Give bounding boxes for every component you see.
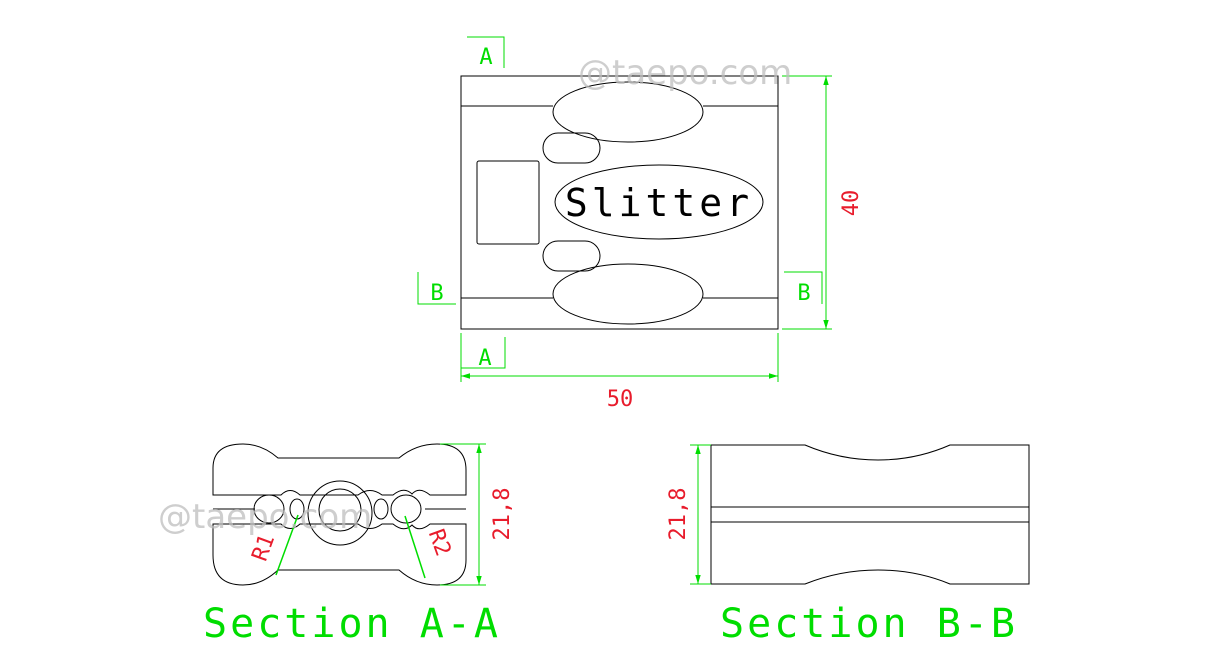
radius-leader-right	[404, 515, 426, 579]
top-ellipse	[552, 81, 704, 143]
section-marker-b-left-label: B	[430, 281, 443, 306]
section-a-lower-half	[212, 523, 467, 586]
section-a-center-inner	[318, 488, 362, 532]
dim-height-text: 40	[839, 190, 864, 217]
section-marker-a-top	[467, 36, 505, 68]
radius-label-right: R2	[423, 526, 456, 559]
section-a-upper-half	[212, 443, 467, 496]
section-marker-a-bottom-label: A	[478, 346, 491, 371]
section-b-dim-text: 21,8	[666, 488, 691, 541]
radius-leader-left	[275, 514, 299, 576]
dim-width-text: 50	[607, 387, 634, 412]
top-view: Slitter A A B B 50 40	[417, 36, 864, 412]
small-slot-upper	[542, 132, 601, 164]
section-a-title: Section A-A	[203, 601, 501, 647]
section-marker-b-right-label: B	[797, 281, 810, 306]
section-a-right-small-hole	[373, 498, 389, 520]
top-view-outline	[460, 75, 779, 330]
small-slot-lower	[542, 240, 601, 272]
section-marker-b-left	[417, 272, 456, 305]
section-a-left-hole	[253, 494, 285, 524]
section-a-dim-text: 21,8	[490, 488, 515, 541]
section-marker-b-right	[784, 271, 823, 304]
section-b-view: 21,8 Section B-B	[666, 444, 1030, 647]
watermark-bottom: @taepo.com	[158, 497, 372, 537]
left-window	[476, 160, 540, 245]
label-ellipse	[554, 164, 764, 240]
section-b-outline	[710, 444, 1030, 585]
section-a-view: R1 R2 21,8 Section A-A	[203, 443, 515, 647]
section-marker-a-top-label: A	[479, 45, 492, 70]
section-b-title: Section B-B	[720, 601, 1018, 647]
section-a-right-hole	[390, 494, 422, 524]
bottom-ellipse	[552, 263, 704, 325]
watermark-top: @taepo.com	[578, 53, 792, 93]
part-label: Slitter	[565, 181, 753, 225]
section-a-center-hole	[307, 480, 373, 546]
